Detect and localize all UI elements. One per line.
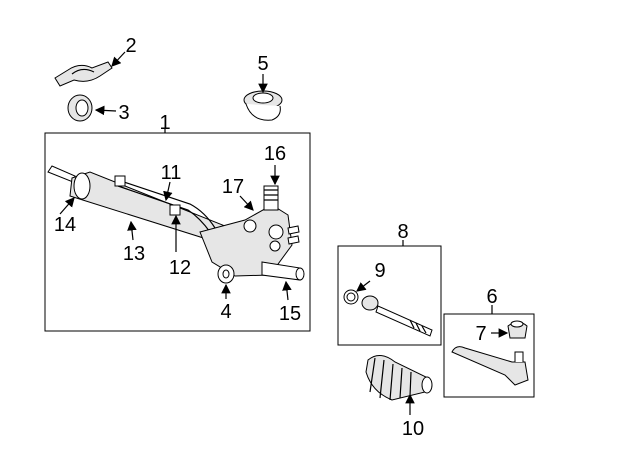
callout-2[interactable]: 2 [125,35,136,57]
callout-15[interactable]: 15 [279,303,301,325]
callout-10[interactable]: 10 [402,418,424,440]
callout-6[interactable]: 6 [486,286,497,308]
inner-tie-rod[interactable] [361,295,433,337]
callout-5[interactable]: 5 [257,53,268,75]
callout-13[interactable]: 13 [123,243,145,265]
callout-17[interactable]: 17 [222,176,244,198]
boot-part-10[interactable] [365,355,433,401]
seal-part-5[interactable] [243,90,283,121]
callout-4[interactable]: 4 [220,301,231,323]
bushing-part-3[interactable] [67,94,93,122]
callout-9[interactable]: 9 [374,260,385,282]
callout-8[interactable]: 8 [397,221,408,243]
callout-11[interactable]: 11 [161,162,182,184]
callout-1[interactable]: 1 [159,112,170,134]
assembly-box-1 [44,132,311,332]
callout-14[interactable]: 14 [54,214,76,236]
ball-joint-boot-part-7[interactable] [507,320,528,339]
callout-16[interactable]: 16 [264,143,286,165]
ring-part-9[interactable] [343,289,359,305]
bracket-part-2[interactable] [54,61,113,87]
callout-3[interactable]: 3 [118,102,129,124]
callout-12[interactable]: 12 [169,257,191,279]
assembly-box-8 [337,245,442,346]
leader-arrows [59,51,509,415]
tie-rod-end-part-6[interactable] [451,346,529,386]
assembly-box-6 [443,313,535,398]
steering-rack-part-1[interactable] [47,165,305,284]
callout-7[interactable]: 7 [475,323,486,345]
